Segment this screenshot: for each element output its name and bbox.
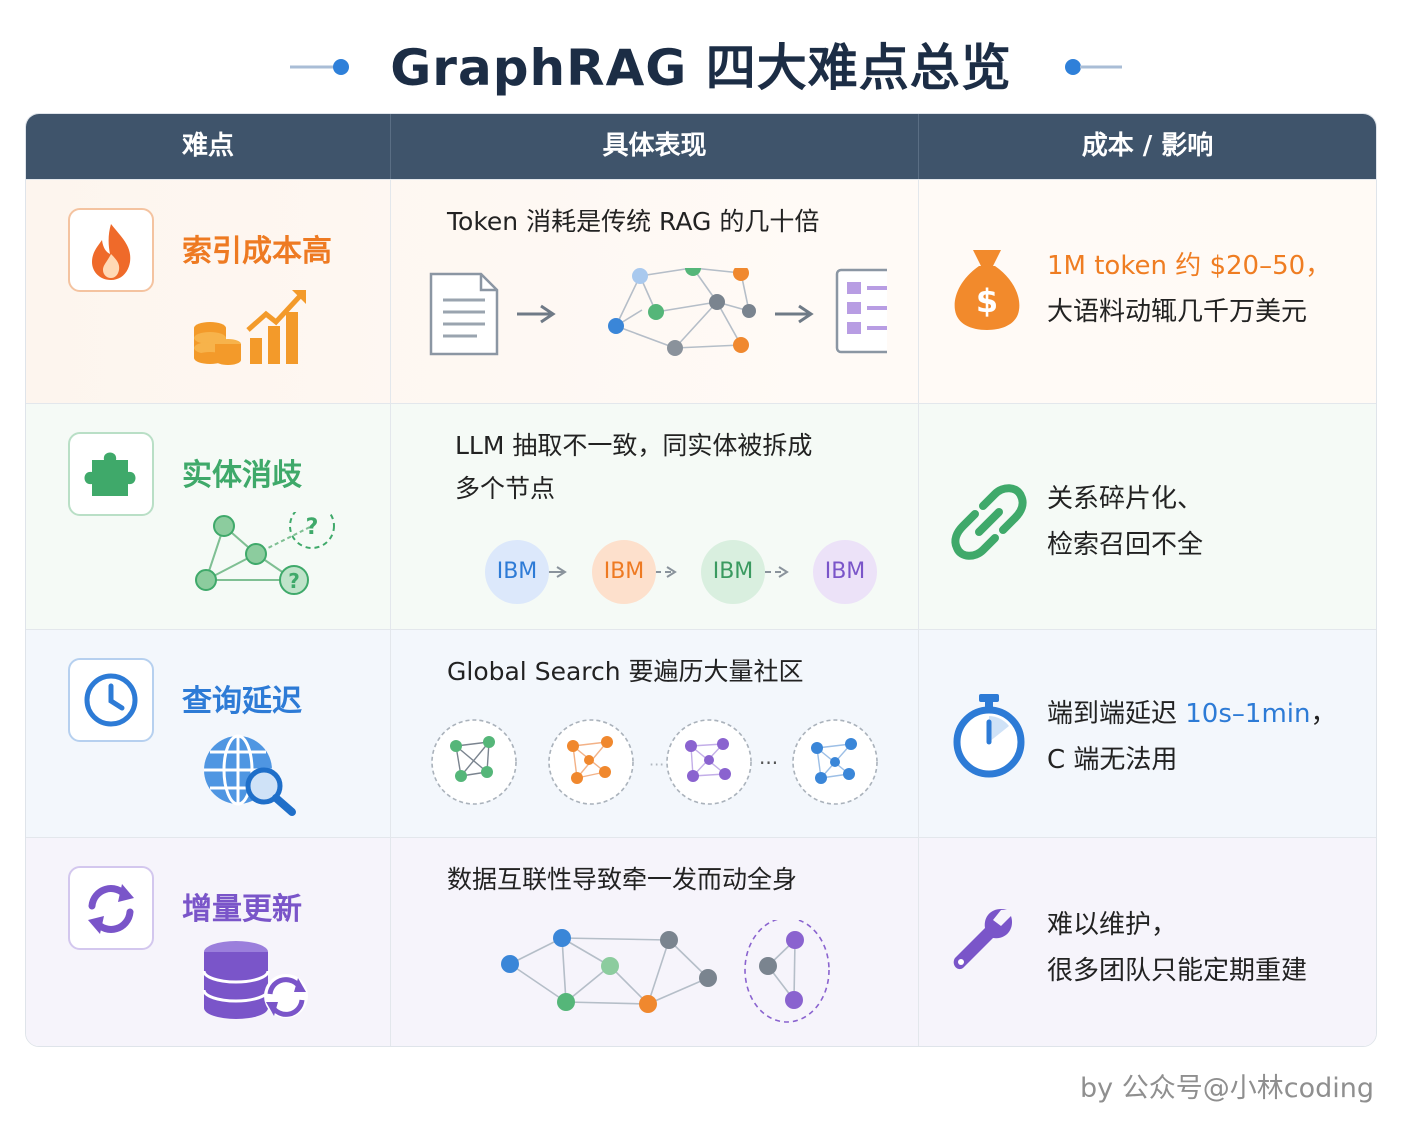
impact-line-2: C 端无法用 [1047,745,1178,775]
clock-icon [68,658,154,742]
impact-cell: $ 1M token 约 $20–50， 大语料动辄几千万美元 [919,180,1376,404]
manifestation-line-2: 多个节点 [455,474,556,503]
ellipsis: ··· [759,751,778,775]
impact-line-1: 关系碎片化、 [1047,484,1204,514]
table-row: 索引成本高 Token 消耗是传统 RAG 的几十倍 [26,179,1376,404]
ambiguous-graph-icon: ? ? [195,512,335,595]
difficulty-cell: 索引成本高 [26,180,390,404]
database-sync-icon [202,941,308,1019]
stopwatch-icon [953,694,1025,778]
manifestation-cell: Token 消耗是传统 RAG 的几十倍 [391,180,918,404]
manifestation-cell: Global Search 要遍历大量社区 ··· [391,630,918,838]
impact-highlight: 10s–1min [1185,699,1311,729]
title-left-dot-icon [290,59,349,75]
manifestation-text: 数据互联性导致牵一发而动全身 [447,865,798,894]
manifestation-cell: LLM 抽取不一致，同实体被拆成 多个节点 IBM IBM IBM IBM [391,404,918,630]
impact-cell: 关系碎片化、 检索召回不全 [919,404,1376,630]
difficulty-label: 索引成本高 [182,234,332,269]
impact-text: 端到端延迟 10s–1min， C 端无法用 [1047,691,1336,783]
community-green [431,719,517,805]
svg-text:$: $ [976,282,998,320]
impact-text: 关系碎片化、 检索召回不全 [1047,476,1203,568]
column-header-impact: 成本 / 影响 [1081,131,1214,161]
entity-node: IBM [813,540,877,604]
fire-icon [68,208,154,292]
difficulty-cell: 查询延迟 [26,630,390,838]
manifestation-cell: 数据互联性导致牵一发而动全身 [391,838,918,1046]
difficulty-table: 难点 具体表现 成本 / 影响 索引成本高 [25,113,1377,1047]
manifestation-line-1: LLM 抽取不一致，同实体被拆成 [455,431,813,460]
difficulty-label: 增量更新 [182,892,302,927]
refresh-icon [68,866,154,950]
impact-highlight: 1M token 约 $20–50， [1047,251,1332,281]
title-row: GraphRAG 四大难点总览 [0,24,1402,97]
impact-text: 1M token 约 $20–50， 大语料动辄几千万美元 [1047,243,1331,335]
page-title: GraphRAG 四大难点总览 [390,39,1012,97]
document-to-graph-illustration [429,268,887,356]
difficulty-label: 实体消歧 [182,458,302,493]
ellipsis: ··· [649,755,664,774]
communities-illustration: ··· ··· [431,719,878,805]
impact-line-2: 检索召回不全 [1047,530,1204,560]
impact-prefix: 端到端延迟 [1047,699,1186,729]
column-header-manifestation: 具体表现 [602,131,707,161]
impact-text: 难以维护， 很多团队只能定期重建 [1047,902,1307,994]
chain-link-icon [951,484,1027,560]
community-purple [666,719,752,805]
difficulty-cell: 增量更新 [26,838,390,1046]
credit-text: by 公众号@小林coding [1080,1073,1374,1104]
question-mark: ? [306,515,319,540]
table-row: 实体消歧 ? ? LLM 抽取不一致，同实体被拆成 多个节点 [26,403,1376,630]
entity-node: IBM [592,540,656,604]
manifestation-text: Global Search 要遍历大量社区 [447,657,804,686]
puzzle-icon [68,432,154,516]
manifestation-text: LLM 抽取不一致，同实体被拆成 多个节点 [455,424,812,510]
globe-search-icon [204,734,296,816]
impact-cell: 难以维护， 很多团队只能定期重建 [919,838,1376,1046]
question-mark: ? [288,569,300,593]
community-orange [548,719,634,805]
impact-line-2: 很多团队只能定期重建 [1047,956,1308,986]
community-blue [792,719,878,805]
table-row: 增量更新 数据互联性导致牵一发而动全身 [26,837,1376,1046]
wrench-icon [953,908,1013,970]
difficulty-cell: 实体消歧 ? ? [26,404,390,630]
impact-line-1: 难以维护， [1047,910,1178,940]
column-header-difficulty: 难点 [181,131,234,161]
impact-cell: 端到端延迟 10s–1min， C 端无法用 [919,630,1376,838]
difficulty-label: 查询延迟 [182,684,302,719]
impact-suffix: ， [1310,699,1337,729]
manifestation-text: Token 消耗是传统 RAG 的几十倍 [447,207,820,236]
title-right-dot-icon [1065,59,1122,75]
impact-detail: 大语料动辄几千万美元 [1047,297,1308,327]
table-row: 查询延迟 Global Search 要遍历大量社区 [26,629,1376,838]
coins-growth-icon [194,290,306,365]
table-header: 难点 具体表现 成本 / 影响 [26,114,1376,179]
money-bag-icon: $ [954,250,1020,330]
interconnected-graph-illustration [501,920,830,1023]
impact-line-1: 端到端延迟 10s–1min， [1047,691,1336,737]
entity-node: IBM [701,540,765,604]
entity-node: IBM [485,540,549,604]
